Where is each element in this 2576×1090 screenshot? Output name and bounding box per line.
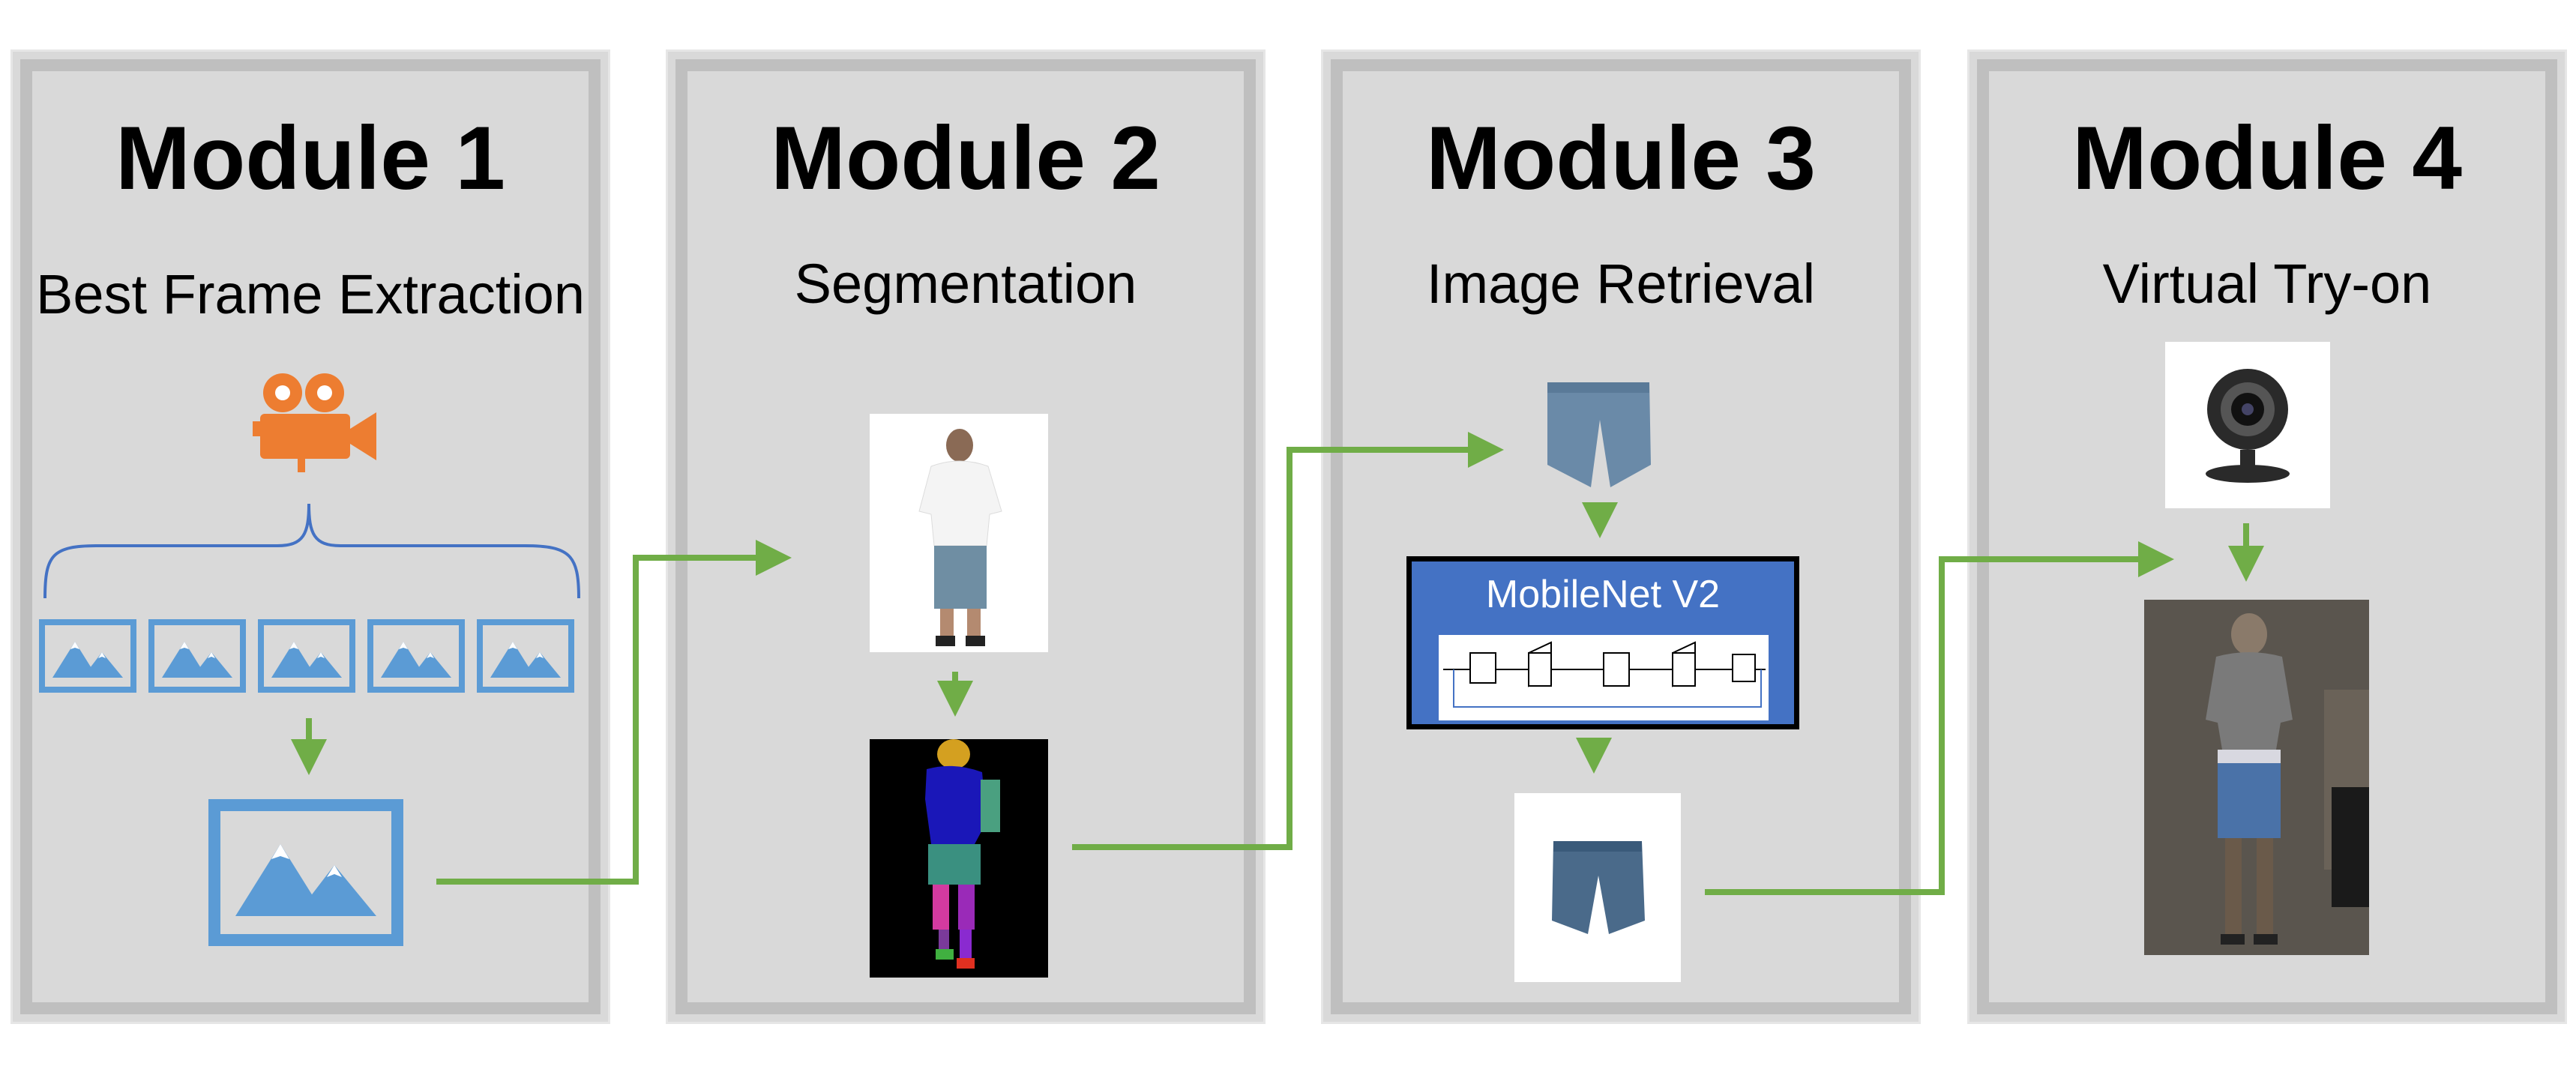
module-1-subtitle: Best Frame Extraction: [35, 263, 585, 325]
frame-icon-5: [480, 622, 571, 690]
person-photo: [870, 414, 1048, 652]
module-1-title: Module 1: [115, 108, 506, 208]
webcam-icon: [2165, 342, 2330, 508]
module-4-title: Module 4: [2071, 108, 2463, 208]
frame-icon-1: [42, 622, 133, 690]
frame-icon-3: [261, 622, 352, 690]
video-camera-icon: [253, 373, 376, 472]
module-3-subtitle: Image Retrieval: [1426, 253, 1816, 315]
mobilenet-v2-box: MobileNet V2: [1406, 556, 1799, 729]
module-1-panel: Module 1 Best Frame Extraction: [10, 49, 610, 1024]
query-shorts-image: [1543, 375, 1654, 490]
module-4-subtitle: Virtual Try-on: [2102, 253, 2432, 315]
segmentation-map: [870, 739, 1048, 978]
module-3-title: Module 3: [1425, 108, 1817, 208]
mobilenet-v2-label: MobileNet V2: [1485, 573, 1721, 616]
retrieved-shorts-image: [1514, 793, 1681, 982]
try-on-result-photo: [2144, 600, 2369, 955]
mobilenet-architecture-diagram: [1439, 635, 1769, 720]
best-frame-icon: [214, 805, 397, 940]
module-2-subtitle: Segmentation: [794, 253, 1137, 315]
frame-brace: [43, 503, 580, 599]
frame-icon-4: [370, 622, 462, 690]
frame-icon-2: [151, 622, 243, 690]
module-2-title: Module 2: [770, 108, 1161, 208]
